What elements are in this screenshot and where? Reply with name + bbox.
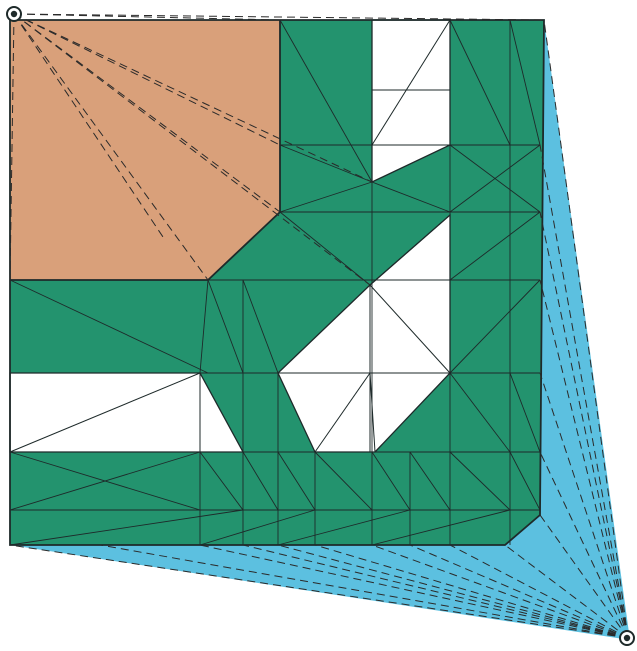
orange-corner-region (10, 20, 280, 280)
focal-point-top-left (7, 7, 21, 21)
focal-point-bottom-right (620, 631, 634, 645)
